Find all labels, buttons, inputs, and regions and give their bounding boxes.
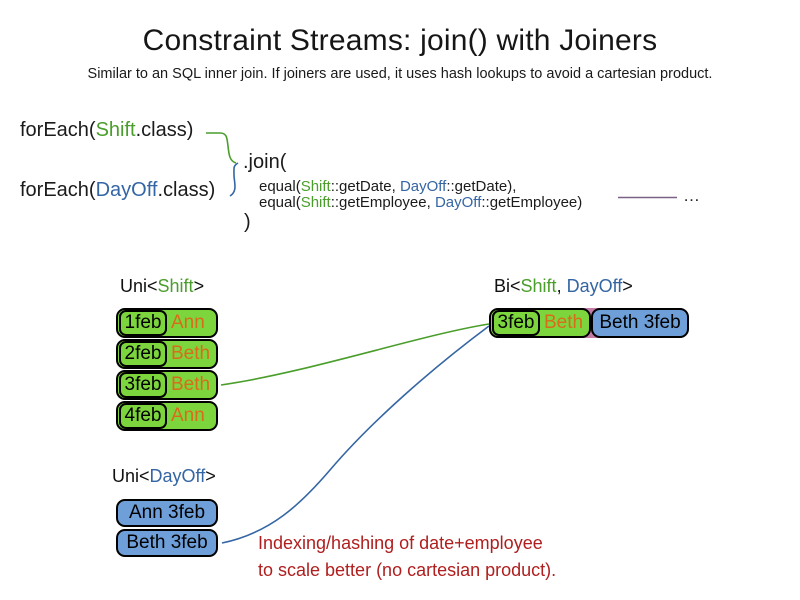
employee-cell: Ann (171, 405, 205, 426)
shift-tuple-row: 2feb Beth (116, 339, 218, 369)
label-fragment: > (622, 276, 633, 296)
page-subtitle: Similar to an SQL inner join. If joiners… (87, 66, 713, 82)
code-join-open: .join( (243, 151, 287, 173)
dayoff-tuple-row: Beth 3feb (116, 529, 218, 557)
date-cell: 4feb (119, 403, 167, 429)
dayoff-class-token: DayOff (149, 466, 206, 486)
date-cell: 3feb (492, 310, 540, 336)
code-fragment: ::getDate, (330, 178, 400, 195)
label-fragment: > (205, 466, 216, 486)
bi-label: Bi<Shift, DayOff> (494, 276, 633, 297)
code-fragment: forEach( (20, 119, 96, 141)
dayoff-class-token: DayOff (399, 178, 447, 195)
code-equal-employee: equal(Shift::getEmployee, DayOff::getEmp… (259, 194, 582, 211)
shift-tuple-row: 1feb Ann (116, 308, 218, 338)
code-fragment: ::getDate), (446, 178, 517, 195)
code-foreach-shift: forEach(Shift.class) (20, 119, 193, 142)
more-joiners-ellipsis: … (683, 186, 701, 205)
employee-cell: Beth (171, 343, 211, 364)
page-title: Constraint Streams: join() with Joiners (142, 24, 658, 57)
code-fragment: ::getEmployee, (330, 194, 435, 211)
annotation-line: to scale better (no cartesian product). (258, 560, 557, 580)
uni-dayoff-label: Uni<DayOff> (112, 466, 216, 487)
bi-tuple-row: 3feb Beth Beth 3feb (489, 308, 689, 338)
label-fragment: Bi< (494, 276, 521, 296)
code-fragment: .class) (157, 179, 216, 201)
brace-blue-curve (229, 162, 239, 197)
annotation-line: Indexing/hashing of date+employee (258, 533, 543, 553)
label-fragment: > (193, 276, 205, 296)
shift-class-token: Shift (520, 276, 557, 296)
code-fragment: forEach( (20, 179, 96, 201)
label-fragment: , (556, 276, 567, 296)
shift-tuple-row: 4feb Ann (116, 401, 218, 431)
join-line-dayoff-to-bi (221, 325, 490, 544)
shift-class-token: Shift (157, 276, 194, 296)
code-join-close: ) (244, 211, 251, 233)
label-fragment: Uni< (120, 276, 158, 296)
code-fragment: equal( (259, 178, 301, 195)
date-cell: 2feb (119, 341, 167, 367)
dayoff-class-token: DayOff (434, 194, 482, 211)
date-cell: 1feb (119, 310, 167, 336)
shift-class-token: Shift (95, 119, 136, 141)
code-equal-date: equal(Shift::getDate, DayOff::getDate), (259, 178, 516, 195)
bi-dayoff-part: Beth 3feb (591, 308, 689, 338)
join-line-shift-to-bi (220, 323, 490, 386)
code-foreach-dayoff: forEach(DayOff.class) (20, 179, 215, 202)
code-fragment: equal( (259, 194, 301, 211)
bi-shift-part: 3feb Beth (489, 308, 591, 338)
dayoff-class-token: DayOff (95, 179, 158, 201)
shift-class-token: Shift (300, 178, 331, 195)
dayoff-class-token: DayOff (566, 276, 623, 296)
label-fragment: Uni< (112, 466, 150, 486)
indexing-annotation: Indexing/hashing of date+employee to sca… (258, 530, 556, 584)
date-cell: 3feb (119, 372, 167, 398)
employee-cell: Ann (171, 312, 205, 333)
uni-shift-label: Uni<Shift> (120, 276, 204, 297)
shift-tuple-row: 3feb Beth (116, 370, 218, 400)
brace-green-curve (206, 132, 237, 164)
employee-cell: Beth (544, 312, 584, 333)
dayoff-tuple-row: Ann 3feb (116, 499, 218, 527)
shift-class-token: Shift (300, 194, 331, 211)
employee-cell: Beth (171, 374, 211, 395)
code-fragment: ::getEmployee) (481, 194, 583, 211)
code-fragment: .class) (135, 119, 194, 141)
